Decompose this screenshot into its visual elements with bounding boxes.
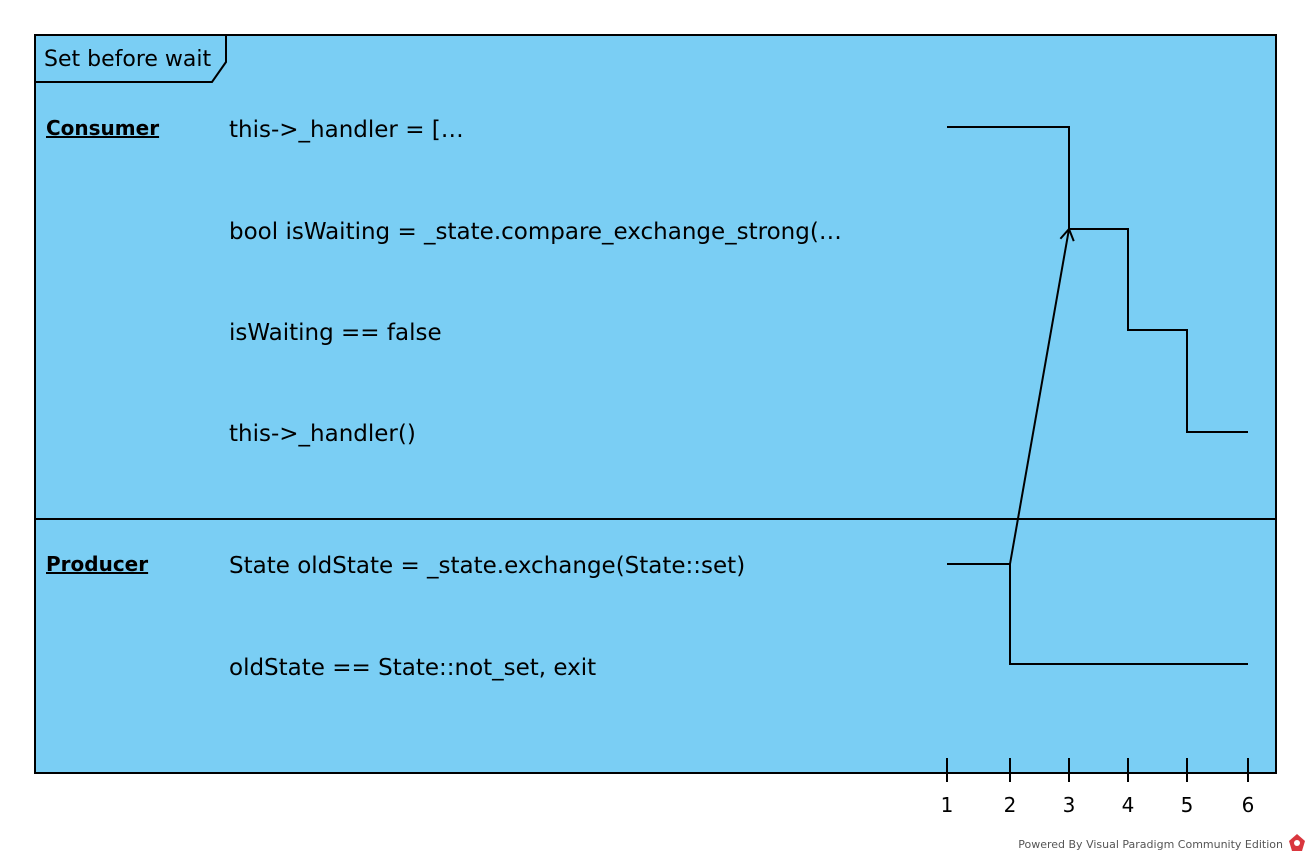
message-arrowhead: [1059, 227, 1075, 242]
time-tick-label: 3: [1063, 793, 1076, 817]
time-tick-label: 5: [1181, 793, 1194, 817]
footer-credit: Powered By Visual Paradigm Community Edi…: [1018, 838, 1283, 851]
consumer-state-label: bool isWaiting = _state.compare_exchange…: [229, 219, 842, 245]
frame-title-tab: [34, 34, 227, 83]
frame-title: Set before wait: [44, 47, 212, 72]
consumer-state-label: this->_handler = […: [229, 117, 464, 143]
message-arrow-line: [1009, 228, 1070, 565]
lifeline-consumer-name: Consumer: [46, 116, 159, 140]
visual-paradigm-logo-icon: [1289, 834, 1305, 851]
lifeline-producer-name: Producer: [46, 552, 148, 576]
time-tick-label: 6: [1242, 793, 1255, 817]
producer-state-waveform: [947, 563, 1248, 665]
time-tick-label: 4: [1122, 793, 1135, 817]
time-tick-label: 2: [1004, 793, 1017, 817]
producer-state-label: oldState == State::not_set, exit: [229, 655, 596, 681]
consumer-state-label: this->_handler(): [229, 421, 416, 447]
consumer-state-waveform: [947, 126, 1248, 433]
consumer-state-label: isWaiting == false: [229, 320, 442, 346]
time-tick-label: 1: [941, 793, 954, 817]
diagram-frame: [34, 34, 1277, 774]
producer-state-label: State oldState = _state.exchange(State::…: [229, 553, 745, 579]
